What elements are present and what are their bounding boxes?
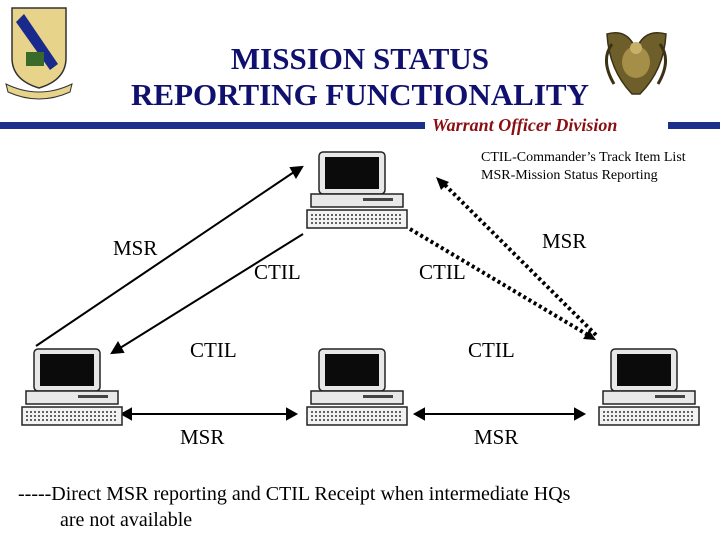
label-ctil-mid-left: CTIL	[190, 338, 237, 362]
computer-icon	[306, 151, 408, 229]
page-title-line-1: MISSION STATUS	[230, 41, 490, 76]
label-ctil-mid-right: CTIL	[468, 338, 515, 362]
label-ctil-upper-center-right: CTIL	[419, 260, 466, 284]
label-ctil-upper-center-left: CTIL	[254, 260, 301, 284]
label-msr-upper-right: MSR	[542, 229, 587, 253]
label-msr-upper-left: MSR	[113, 236, 158, 260]
legend-msr: MSR-Mission Status Reporting	[481, 168, 658, 183]
computer-icon	[306, 348, 408, 426]
division-subtitle: Warrant Officer Division	[432, 115, 618, 135]
computer-icon	[21, 348, 123, 426]
footer-note-line-2: are not available	[60, 509, 193, 531]
label-msr-bottom-left: MSR	[180, 425, 225, 449]
computer-icon	[598, 348, 700, 426]
label-msr-bottom-right: MSR	[474, 425, 519, 449]
page-title-line-2: REPORTING FUNCTIONALITY	[131, 77, 589, 112]
footer-note-line-1: -----Direct MSR reporting and CTIL Recei…	[18, 483, 571, 505]
legend-ctil: CTIL-Commander’s Track Item List	[481, 150, 686, 165]
